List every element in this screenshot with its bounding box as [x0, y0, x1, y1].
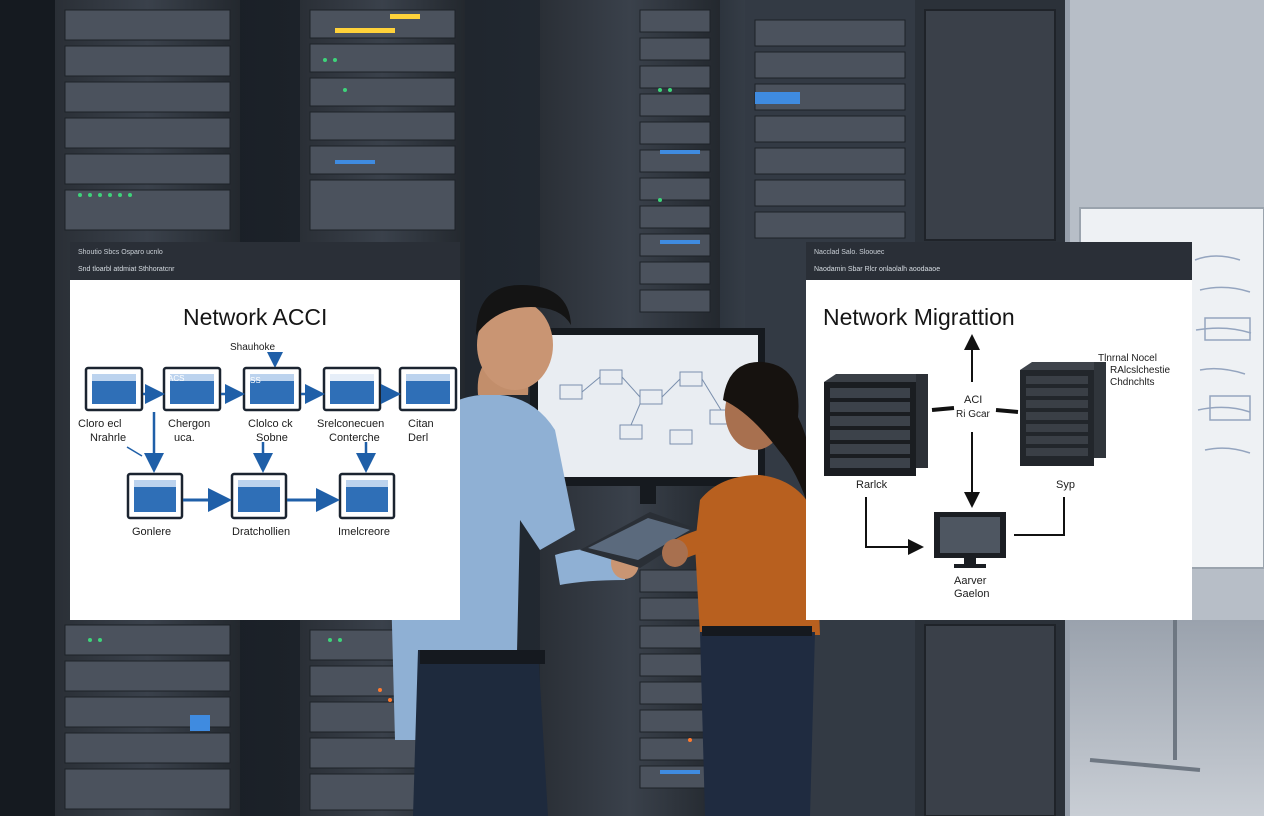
center-label-2: Ri Gcar	[956, 409, 990, 420]
node-label-3b: Sobne	[256, 432, 288, 444]
panel-title-bar: Shoutio Sbcs Osparo ucnlo Snd tloarbl at…	[70, 242, 460, 280]
right-server-rack	[1020, 362, 1106, 466]
top-node-label: Shauhoke	[230, 342, 276, 353]
node-window-5	[398, 366, 458, 412]
bottom-node-label-2: Dratchollien	[232, 526, 291, 538]
right-server-label: Syp	[1056, 479, 1075, 491]
monitor-label-1: Aarver	[954, 575, 987, 587]
node-label-3a: Clolco ck	[248, 418, 293, 430]
node-label-5b: Derl	[408, 432, 429, 444]
node-label-5a: Citan	[408, 418, 434, 430]
node-label-4b: Conterche	[329, 432, 380, 444]
node-window-6	[126, 472, 184, 520]
right-diagram-panel: Nacclad Salo. Sloouec Naodamin Sbar Rlcr…	[806, 242, 1192, 620]
left-server-label: Rarlck	[856, 479, 888, 491]
right-diagram-title: Network Migrattion	[823, 304, 1015, 330]
annotation-line-2: RAlcslchestie	[1110, 365, 1171, 376]
bottom-node-label-1: Gonlere	[132, 526, 172, 538]
monitor-icon	[934, 512, 1006, 568]
panel-title-bar-text: Shoutio Sbcs Osparo ucnlo	[78, 249, 163, 256]
panel-toolbar-text: Naodamin Sbar Rlcr onlaolalh aoodaaoe	[814, 266, 941, 273]
annotation-line-1: Tlnrnal Nocel	[1098, 353, 1157, 364]
left-diagram-title: Network ACCI	[183, 304, 328, 330]
left-diagram-panel: Shoutio Sbcs Osparo ucnlo Snd tloarbl at…	[70, 242, 460, 620]
panel-title-bar: Nacclad Salo. Sloouec Naodamin Sbar Rlcr…	[806, 242, 1192, 280]
node-label-1b: Nrahrle	[90, 432, 127, 444]
node-label-4a: Srelconecuen	[317, 418, 385, 430]
node-badge-2: ACS	[168, 374, 185, 383]
node-label-2a: Chergon	[168, 418, 211, 430]
node-window-1	[84, 366, 144, 412]
woman-figure	[662, 361, 820, 816]
node-window-7	[230, 472, 288, 520]
left-flow-diagram	[84, 352, 458, 520]
center-label-1: ACI	[964, 394, 983, 406]
right-migration-diagram	[824, 334, 1106, 568]
node-window-8	[338, 472, 396, 520]
node-window-3	[242, 366, 302, 412]
annotation-line-3: Chdnchlts	[1110, 377, 1155, 388]
left-server-rack	[824, 374, 928, 476]
node-badge-3: SS	[250, 376, 261, 385]
node-label-1a: Cloro ecl	[78, 418, 122, 430]
panel-toolbar-text: Snd tloarbl atdmiat Sthhoratcnr	[78, 266, 175, 273]
monitor-label-2: Gaelon	[954, 588, 990, 600]
node-label-2b: uca.	[174, 432, 195, 444]
bottom-node-label-3: Imelcreore	[338, 526, 390, 538]
node-window-4	[322, 366, 382, 412]
panel-title-bar-text: Nacclad Salo. Sloouec	[814, 249, 885, 256]
